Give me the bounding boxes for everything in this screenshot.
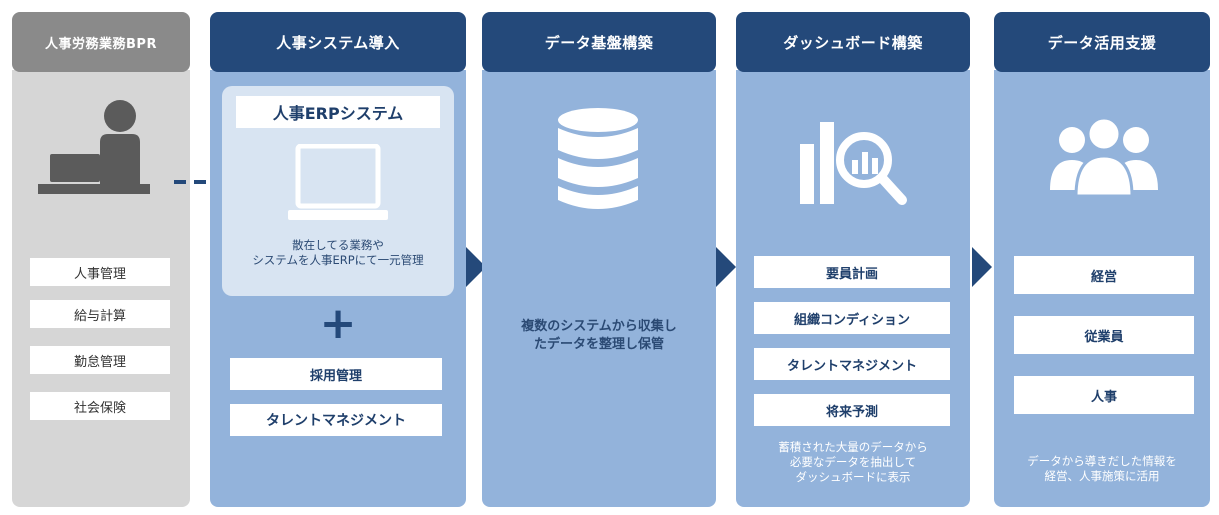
caption-line: データから導きだした情報を: [1027, 454, 1177, 468]
flow-arrow-icon: [466, 247, 486, 287]
database-icon: [558, 108, 638, 209]
column-hr-bpr: 人事労務業務BPR 人事管理 給与計算 勤怠管理 社会保険: [12, 12, 190, 507]
column-title: ダッシュボード構築: [736, 12, 970, 72]
caption-line: 必要なデータを抽出して: [789, 455, 917, 469]
column-title: データ活用支援: [994, 12, 1210, 72]
plus-sign: +: [319, 298, 357, 349]
column-title: データ基盤構築: [482, 12, 716, 72]
flow-arrow-icon: [972, 247, 992, 287]
item-box: 従業員: [1014, 316, 1194, 354]
item-box: 社会保険: [30, 392, 170, 420]
erp-title: 人事ERPシステム: [236, 96, 440, 128]
item-box: タレントマネジメント: [754, 348, 950, 380]
column-title: 人事労務業務BPR: [12, 12, 190, 72]
monitor-icon: [288, 144, 388, 220]
erp-panel: 人事ERPシステム 散在してる業務や システムを人事ERPにて一元管理: [222, 86, 454, 296]
column-hr-system: 人事システム導入 人事ERPシステム 散在してる業務や システムを人事ERPにて…: [210, 12, 466, 507]
dashboard-caption: 蓄積された大量のデータから 必要なデータを抽出して ダッシュボードに表示: [740, 440, 966, 485]
item-box: 採用管理: [230, 358, 442, 390]
caption-line: 経営、人事施策に活用: [1044, 469, 1160, 483]
erp-caption: 散在してる業務や システムを人事ERPにて一元管理: [226, 238, 450, 268]
item-box: 組織コンディション: [754, 302, 950, 334]
caption-line: 蓄積された大量のデータから: [778, 440, 928, 454]
item-box: 人事管理: [30, 258, 170, 286]
caption-line: システムを人事ERPにて一元管理: [252, 253, 424, 267]
item-box: 経営: [1014, 256, 1194, 294]
item-box: タレントマネジメント: [230, 404, 442, 436]
utilization-caption: データから導きだした情報を 経営、人事施策に活用: [996, 454, 1208, 484]
person-at-laptop-icon: [38, 100, 150, 194]
chart-search-icon: [800, 122, 907, 205]
caption-line: 散在してる業務や: [292, 238, 384, 252]
column-title: 人事システム導入: [210, 12, 466, 72]
caption-line: ダッシュボードに表示: [795, 470, 911, 484]
flow-arrow-icon: [716, 247, 736, 287]
item-box: 勤怠管理: [30, 346, 170, 374]
column-data-platform: データ基盤構築 複数のシステムから収集し たデータを整理し保管: [482, 12, 716, 507]
caption-line: 複数のシステムから収集し: [521, 319, 677, 334]
item-box: 人事: [1014, 376, 1194, 414]
item-box: 要員計画: [754, 256, 950, 288]
data-platform-caption: 複数のシステムから収集し たデータを整理し保管: [490, 318, 708, 354]
column-dashboard: ダッシュボード構築 要員計画 組織コンディション タレントマネジメント 将来予測…: [736, 12, 970, 507]
item-box: 将来予測: [754, 394, 950, 426]
column-data-utilization: データ活用支援 経営 従業員 人事 データから導きだした情報を 経営、人事施策に…: [994, 12, 1210, 507]
item-box: 給与計算: [30, 300, 170, 328]
users-group-icon: [1050, 116, 1158, 198]
caption-line: たデータを整理し保管: [533, 337, 664, 352]
